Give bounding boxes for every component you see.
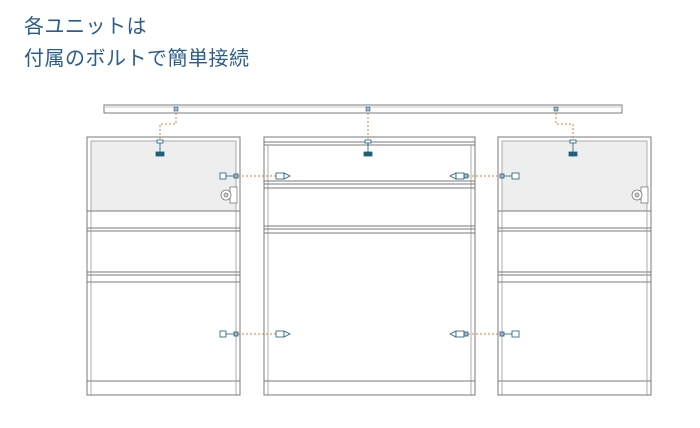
bolt-icon	[499, 330, 520, 338]
bolt-icon	[219, 172, 239, 180]
shelf-pin-icon	[275, 330, 291, 338]
title-line-2: 付属のボルトで簡単接続	[24, 46, 250, 70]
top-board	[103, 104, 623, 114]
side-connectors	[238, 175, 502, 335]
bolt-icon	[155, 139, 165, 157]
cam-lock-icon	[631, 186, 649, 204]
top-connectors	[159, 113, 574, 140]
middle-unit	[263, 136, 476, 396]
shelf-pin-icon	[275, 172, 291, 180]
title-line-1: 各ユニットは	[24, 14, 147, 38]
bolt-icon	[499, 172, 520, 180]
shelf-pin-icon	[449, 330, 469, 338]
bolt-icon	[568, 139, 578, 157]
right-unit	[497, 136, 652, 396]
left-unit	[86, 136, 241, 396]
cam-lock-icon	[220, 186, 238, 204]
bolt-icon	[363, 139, 373, 157]
bolt-icon	[219, 330, 239, 338]
shelf-pin-icon	[449, 172, 469, 180]
